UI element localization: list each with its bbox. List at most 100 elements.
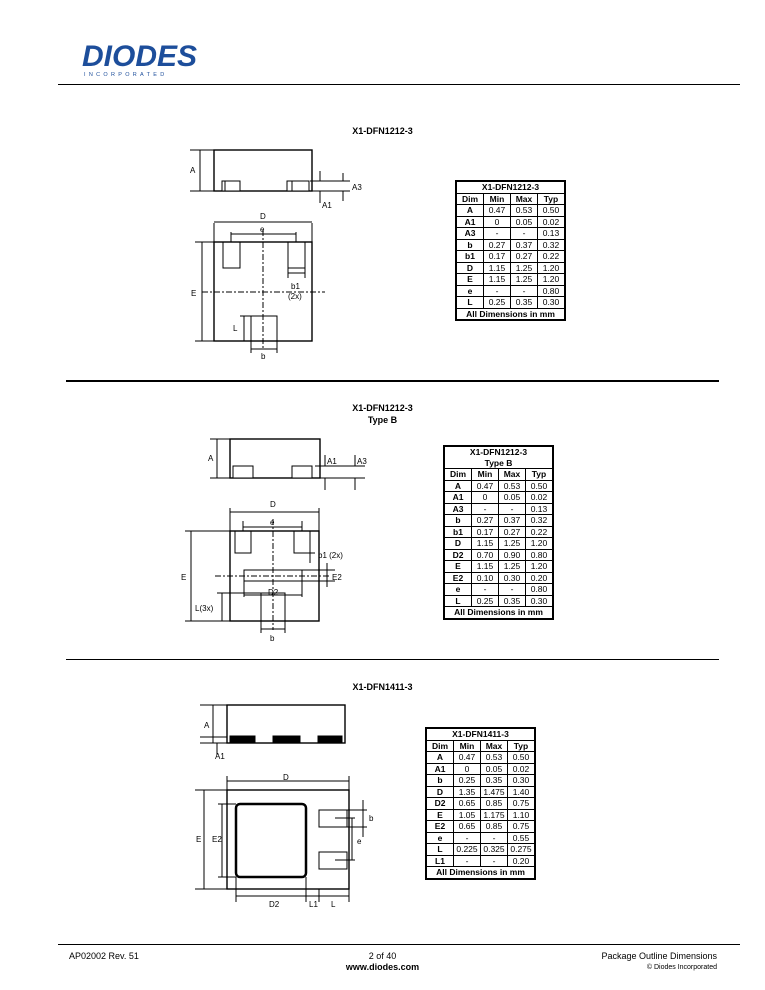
dim-value-cell: 1.25 (498, 560, 526, 573)
column-header: Typ (537, 192, 566, 205)
dim-value-cell: 0.47 (471, 479, 499, 492)
section-divider-2 (66, 659, 719, 660)
label-A: A (190, 166, 196, 175)
dim-value-cell: 0.02 (507, 762, 536, 775)
footer-copyright: © Diodes Incorporated (646, 964, 717, 971)
dim-name-cell: D (443, 537, 472, 550)
dim-value-cell: 0.47 (453, 751, 481, 764)
label-A1: A1 (215, 752, 225, 761)
dim-value-cell: 0.53 (510, 204, 538, 217)
section-divider-1 (66, 380, 719, 382)
label-E2: E2 (332, 573, 342, 582)
dim-value-cell: 0.17 (483, 250, 511, 263)
dim-value-cell: 0.80 (537, 284, 566, 297)
column-header: Max (480, 739, 508, 752)
dim-value-cell: 0.275 (507, 843, 536, 856)
dim-value-cell: 1.20 (525, 560, 554, 573)
dim-value-cell: 0.13 (537, 227, 566, 240)
dim-name-cell: E2 (425, 820, 454, 833)
dim-value-cell: 1.25 (510, 261, 538, 274)
dim-value-cell: - (510, 227, 538, 240)
label-b1: b1 (2x) (318, 551, 343, 560)
label-E2: E2 (212, 835, 222, 844)
dim-name-cell: b1 (443, 525, 472, 538)
column-header: Min (453, 739, 481, 752)
label-L: L (233, 324, 238, 333)
label-A3: A3 (357, 457, 367, 466)
label-e: e (270, 518, 275, 527)
table-row: e--0.80 (455, 284, 566, 297)
section-2-drawing: A A1 A3 D e E b1 (2x) E2 D2 L(3x) b (181, 438, 367, 643)
section-1-title: X1-DFN1212-3 (352, 126, 413, 136)
dim-name-cell: A1 (443, 491, 472, 504)
dim-value-cell: 0.50 (537, 204, 566, 217)
dim-name-cell: A (443, 479, 472, 492)
dim-value-cell: 0.27 (471, 514, 499, 527)
dim-value-cell: 0.05 (480, 762, 508, 775)
label-b1: b1 (291, 282, 300, 291)
dim-name-cell: A1 (455, 215, 484, 228)
dim-value-cell: 0.30 (498, 571, 526, 584)
dim-value-cell: 0.27 (483, 238, 511, 251)
dim-name-cell: e (425, 831, 454, 844)
label-b: b (261, 352, 266, 361)
column-header: Typ (525, 468, 554, 481)
dim-value-cell: 0.225 (453, 843, 481, 856)
dim-value-cell: - (498, 502, 526, 515)
label-e: e (260, 225, 265, 234)
dim-value-cell: 0.80 (525, 583, 554, 596)
label-b: b (270, 634, 275, 643)
dim-value-cell: 1.35 (453, 785, 481, 798)
dim-value-cell: 0.53 (480, 751, 508, 764)
dim-value-cell: 1.15 (483, 273, 511, 286)
column-header: Min (471, 468, 499, 481)
dim-value-cell: - (498, 583, 526, 596)
label-A: A (204, 721, 210, 730)
dim-value-cell: 0.37 (498, 514, 526, 527)
dim-value-cell: 0.47 (483, 204, 511, 217)
dim-value-cell: 1.20 (525, 537, 554, 550)
dim-name-cell: D (455, 261, 484, 274)
table-footer: All Dimensions in mm (425, 866, 536, 879)
label-E: E (181, 573, 186, 582)
label-e: e (357, 837, 362, 846)
label-A1: A1 (327, 457, 337, 466)
dim-name-cell: b1 (455, 250, 484, 263)
dim-value-cell: 1.175 (480, 808, 508, 821)
dim-value-cell: - (453, 854, 481, 867)
dim-value-cell: 0.25 (471, 594, 499, 607)
dim-value-cell: 1.25 (498, 537, 526, 550)
column-header: Max (498, 468, 526, 481)
table-subheading: Type B (443, 457, 554, 469)
dim-value-cell: 0.27 (510, 250, 538, 263)
label-E: E (196, 835, 201, 844)
dim-name-cell: A (455, 204, 484, 217)
footer-url[interactable]: www.diodes.com (345, 962, 420, 972)
label-L: L (331, 900, 336, 909)
header-rule (58, 84, 740, 85)
dim-value-cell: 0.25 (483, 296, 511, 309)
dim-value-cell: 0.20 (507, 854, 536, 867)
table-row: e--0.80 (443, 583, 554, 596)
dim-value-cell: 0.02 (537, 215, 566, 228)
label-D2: D2 (269, 900, 280, 909)
dim-value-cell: 0.55 (507, 831, 536, 844)
dim-value-cell: 0.05 (498, 491, 526, 504)
label-D2: D2 (268, 588, 279, 597)
